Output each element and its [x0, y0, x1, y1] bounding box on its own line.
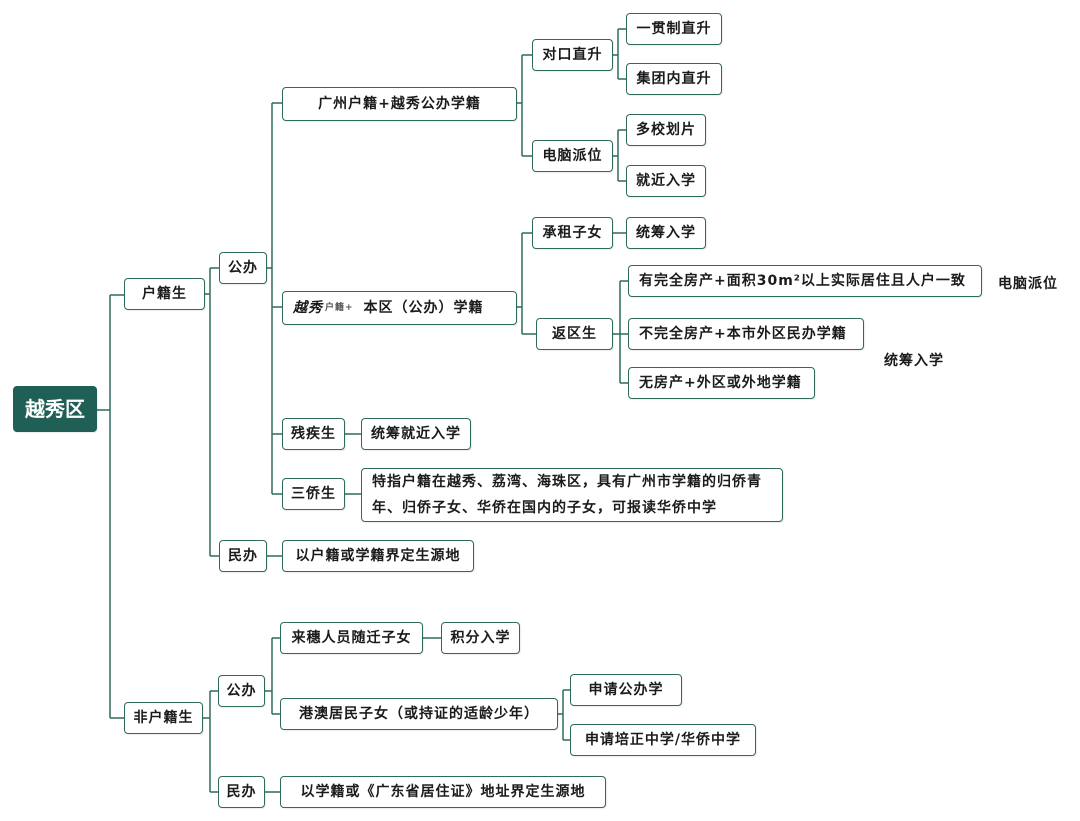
jituan-node[interactable]: 集团内直升 — [626, 63, 722, 95]
fanqu-item-2[interactable]: 不完全房产+本市外区民办学籍 — [628, 318, 864, 350]
duikou-node[interactable]: 对口直升 — [532, 39, 613, 71]
jiujin-node[interactable]: 就近入学 — [626, 165, 706, 197]
peizheng-node[interactable]: 申请培正中学/华侨中学 — [570, 724, 756, 756]
sanqiao-node[interactable]: 三侨生 — [282, 478, 345, 510]
jifen-node[interactable]: 积分入学 — [441, 622, 520, 654]
feihuji-node[interactable]: 非户籍生 — [124, 702, 203, 734]
canji-item[interactable]: 统筹就近入学 — [361, 418, 471, 450]
chengzu-tongchou-node[interactable]: 统筹入学 — [626, 217, 706, 249]
diannao-node[interactable]: 电脑派位 — [532, 140, 613, 172]
gongbanxue-node[interactable]: 申请公办学 — [570, 674, 682, 706]
fanqu-node[interactable]: 返区生 — [536, 318, 613, 350]
duoxiao-node[interactable]: 多校划片 — [626, 114, 706, 146]
gangao-node[interactable]: 港澳居民子女（或持证的适龄少年） — [280, 698, 558, 730]
laisui-node[interactable]: 来穗人员随迁子女 — [280, 622, 423, 654]
benqu-scribble: 户籍+ — [325, 303, 354, 313]
benqu-main: 本区（公办）学籍 — [363, 300, 484, 316]
root-node[interactable]: 越秀区 — [13, 386, 97, 432]
benqu-node[interactable]: 越秀 户籍+ 本区（公办）学籍 — [282, 291, 517, 325]
feihuji-minban-node[interactable]: 民办 — [218, 776, 265, 808]
gz-huji-node[interactable]: 广州户籍+越秀公办学籍 — [282, 87, 517, 121]
benqu-prefix: 越秀 — [293, 300, 323, 316]
huji-minban-node[interactable]: 民办 — [219, 540, 267, 572]
huji-gongban-node[interactable]: 公办 — [219, 252, 267, 284]
yiguanzhi-node[interactable]: 一贯制直升 — [626, 13, 722, 45]
feihuji-minban-item[interactable]: 以学籍或《广东省居住证》地址界定生源地 — [280, 776, 606, 808]
fanqu-item-3[interactable]: 无房产+外区或外地学籍 — [628, 367, 815, 399]
canji-node[interactable]: 残疾生 — [282, 418, 345, 450]
sanqiao-desc[interactable]: 特指户籍在越秀、荔湾、海珠区，具有广州市学籍的归侨青年、归侨子女、华侨在国内的子… — [361, 468, 783, 522]
note-diannao: 电脑派位 — [998, 276, 1058, 292]
huji-node[interactable]: 户籍生 — [124, 278, 205, 310]
feihuji-gongban-node[interactable]: 公办 — [218, 675, 265, 707]
fanqu-item-1[interactable]: 有完全房产+面积30m²以上实际居住且人户一致 — [628, 265, 982, 297]
huji-minban-item[interactable]: 以户籍或学籍界定生源地 — [282, 540, 474, 572]
chengzu-node[interactable]: 承租子女 — [532, 217, 613, 249]
note-tongchou: 统筹入学 — [884, 353, 944, 369]
